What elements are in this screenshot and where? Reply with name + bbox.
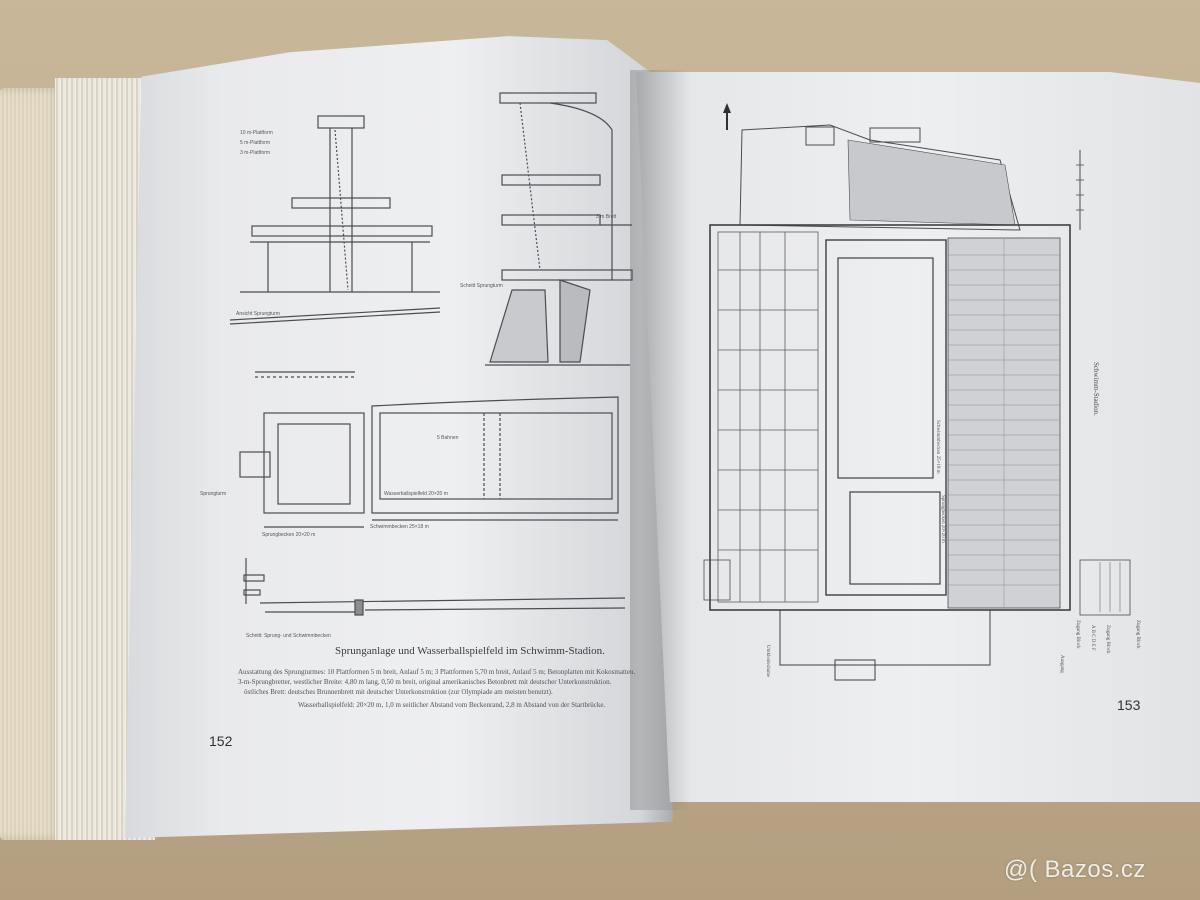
side-view-label: Schnitt Sprungturm [460,283,503,289]
stadium-title-vertical: Schwimm-Stadion. [1092,362,1100,416]
lanes-label: 5 Bahnen [437,435,459,441]
caption-title: Sprunganlage und Wasserballspielfeld im … [335,645,605,657]
caption-line-4: Wasserballspielfeld: 20×20 m, 1,0 m seit… [298,701,606,709]
watermark: @( Bazos.cz [1004,856,1146,883]
pool-label-2: Sprungbecken 20×20 m [940,495,945,543]
caption-line-1: Ausstattung des Sprungturmes: 10 Plattfo… [238,668,636,676]
swim-pool-label: Schwimmbecken 25×18 m [370,524,429,530]
board-label: 3 m Brett [596,214,617,220]
pool-plan [239,396,619,528]
side-label-4: Zugang Block [1135,620,1140,649]
side-label-1: Umkleideräume [765,645,770,678]
page-number-left: 152 [209,733,233,749]
north-arrow [723,103,731,130]
tower-legend-1: 10 m-Plattform [240,130,273,136]
tower-legend-2: 5 m-Plattform [240,140,271,146]
stadium-plan [703,124,1131,681]
side-label-5: Ausgang [1059,655,1064,673]
water-polo-label: Wasserballspielfeld 20×20 m [384,491,448,497]
diving-tower-section [485,92,633,366]
block-letters: A B C D E F [1090,625,1095,651]
caption-line-2: 3-m-Sprungbretter, westlicher Breite: 4,… [238,678,612,686]
book-gutter [630,70,690,810]
pool-section [243,558,626,616]
diving-tower-front [229,115,441,378]
jump-pool-label: Sprungbecken 20×20 m [262,532,316,538]
front-view-label: Ansicht Sprungturm [236,311,280,317]
caption-line-3: östliches Brett: deutsches Brunnenbrett … [244,688,553,696]
left-page [125,36,673,838]
pool-label-1: Schwimmbecken 25×18 m [935,420,940,474]
book-cover-edge [0,88,62,840]
platform-label: Sprungturm [200,491,227,497]
side-label-3: Zugang Block [1105,625,1110,654]
page-number-right: 153 [1117,697,1141,713]
tower-legend-3: 3 m-Plattform [240,150,271,156]
side-label-2: Zugang Block [1075,620,1080,649]
section-label: Schnitt: Sprung- und Schwimmbecken [246,633,331,639]
